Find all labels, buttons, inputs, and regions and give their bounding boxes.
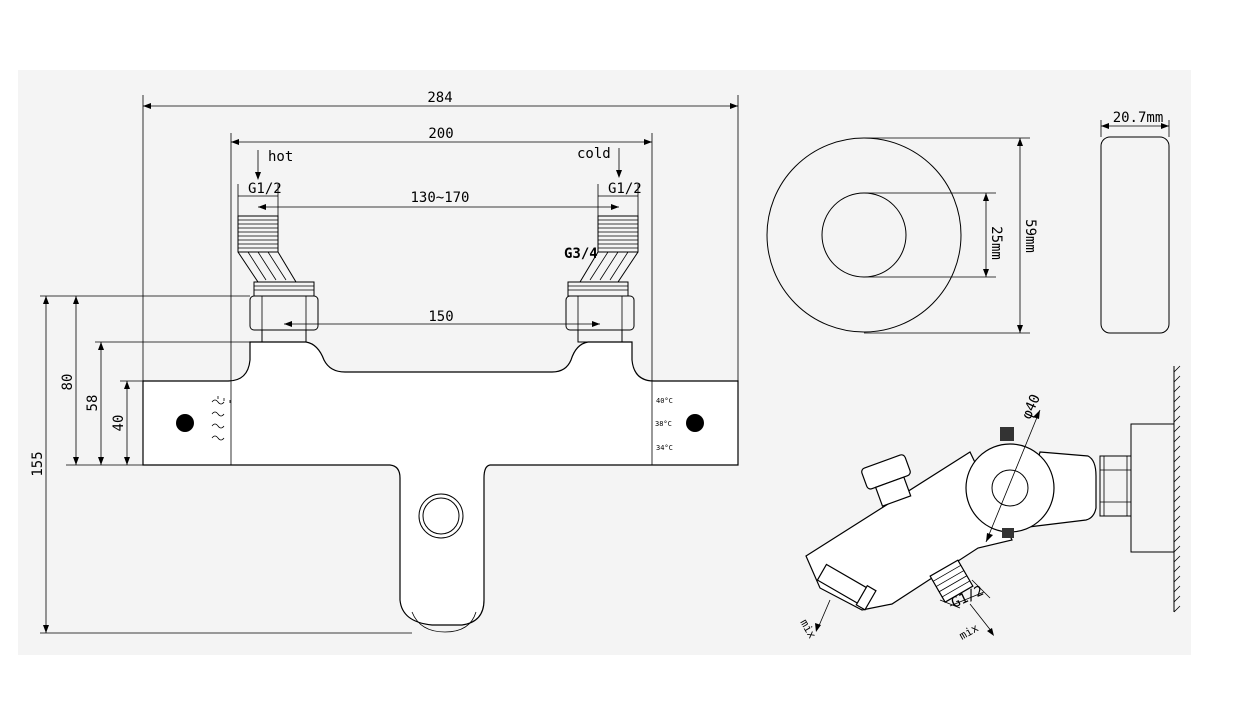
left-knob-dot <box>176 414 194 432</box>
mix-label-spout: mix <box>797 617 818 641</box>
spout-lip <box>411 611 477 633</box>
dim-200-label: 200 <box>428 126 453 142</box>
water-flow-icon <box>211 396 231 441</box>
dim-284-label: 284 <box>427 90 452 106</box>
mix-arrow-spout: mix <box>797 599 831 641</box>
outlet-outer-ring <box>418 493 464 539</box>
dim-59mm-label: 59mm <box>1022 219 1038 253</box>
vertical-dims: 155 80 58 40 <box>30 295 412 634</box>
threaded-outlet <box>929 559 974 603</box>
right-knob-dot <box>686 414 704 432</box>
cold-inlet-fitting <box>565 215 639 343</box>
dim-80-label: 80 <box>60 374 76 391</box>
dim-284: 284 <box>142 90 739 381</box>
dim-155-label: 155 <box>30 451 46 476</box>
temp-mark-38: 38°C <box>655 420 672 428</box>
dim-20-7mm-label: 20.7mm <box>1113 110 1164 126</box>
flange-outer-circle <box>766 137 962 333</box>
thread-label-left: G1/2 <box>248 181 282 197</box>
spout-outlet <box>816 563 877 611</box>
cold-arrow: cold <box>577 146 622 178</box>
wall-hatch <box>1173 365 1181 613</box>
side-body-circle <box>965 443 1055 533</box>
dim-130-170-label: 130~170 <box>410 190 469 206</box>
flange-inner-circle <box>821 192 907 278</box>
dim-40-label: 40 <box>111 415 127 432</box>
top-knob <box>1000 427 1014 441</box>
dim-25mm: 25mm <box>864 192 1004 278</box>
mix-label-outlet: mix <box>957 621 981 642</box>
hot-arrow: hot <box>255 149 293 180</box>
dim-20-7mm: 20.7mm <box>1100 110 1170 137</box>
dim-150-label: 150 <box>428 309 453 325</box>
bottom-knob <box>1002 528 1014 538</box>
diverter-button <box>861 454 912 507</box>
temp-mark-34: 34°C <box>656 444 673 452</box>
front-view: 40°C 38°C 34°C <box>30 90 739 634</box>
dim-150: 150 <box>284 309 600 327</box>
mix-arrow-outlet: mix <box>957 603 994 643</box>
mixer-body <box>142 341 739 626</box>
dim-phi40-label: φ40 <box>1019 392 1044 422</box>
hot-label: hot <box>268 149 293 165</box>
cold-label: cold <box>577 146 611 162</box>
side-view: φ40 G1/2 mix mix <box>797 365 1181 643</box>
dim-25mm-label: 25mm <box>988 226 1004 260</box>
side-flange <box>1130 423 1175 553</box>
thread-dim-right: G1/2 <box>597 181 642 216</box>
dim-59mm: 59mm <box>864 137 1038 334</box>
side-inner-circle <box>991 469 1029 507</box>
dim-130-170: 130~170 <box>258 190 619 210</box>
outlet-inner-ring <box>422 497 460 535</box>
side-hex-nut <box>1099 455 1132 517</box>
thread-label-right: G1/2 <box>608 181 642 197</box>
g34-label: G3/4 <box>564 246 598 262</box>
flange-side-profile <box>1100 136 1170 334</box>
flange-side-view: 20.7mm <box>1100 110 1170 334</box>
dim-200: 200 <box>230 126 653 381</box>
hot-inlet-fitting <box>237 215 319 343</box>
dim-58-label: 58 <box>85 395 101 412</box>
thread-dim-left: G1/2 <box>237 181 282 216</box>
temp-mark-40: 40°C <box>656 397 673 405</box>
flange-front-view: 25mm 59mm <box>766 137 1038 334</box>
